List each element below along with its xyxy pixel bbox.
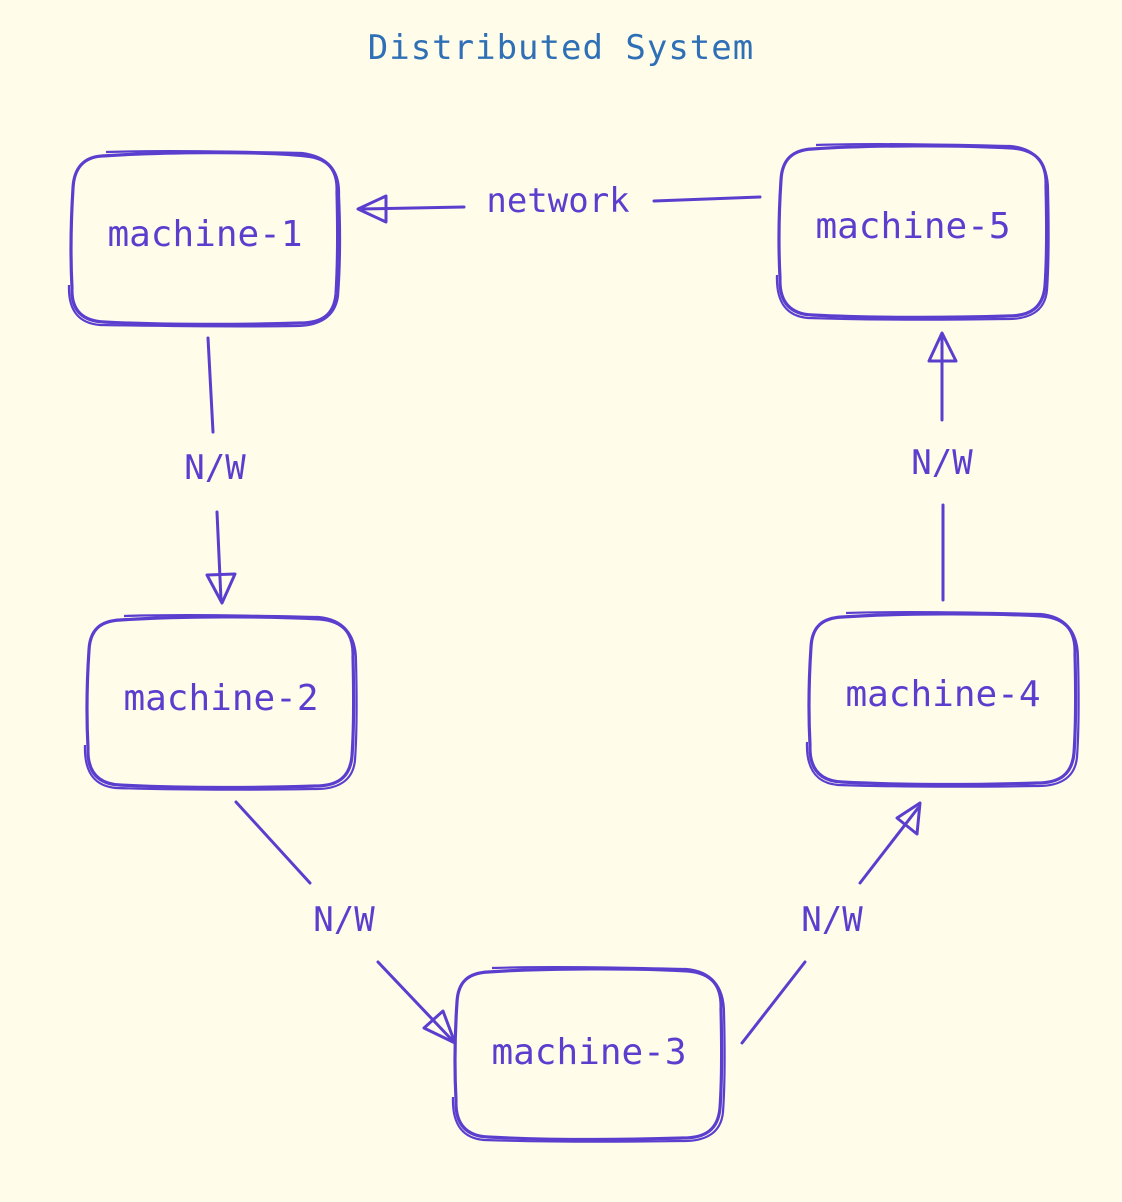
node-machine-1-box[interactable] [67,150,342,328]
node-machine-2-box[interactable] [83,614,358,791]
node-label-machine-5: machine-5 [815,206,1011,247]
node-machine-4-box[interactable] [805,611,1080,788]
arrowhead-icon [895,801,922,836]
arrowhead-icon [927,331,958,363]
edge-label-machine-3-to-machine-4: N/W [782,900,882,940]
arrowhead-icon [205,572,237,605]
diagram-title: Distributed System [367,28,755,68]
node-machine-5-box[interactable] [775,143,1050,321]
edge-machine-1-to-machine-2[interactable] [205,336,237,605]
node-label-machine-3: machine-3 [491,1032,687,1073]
edge-machine-3-to-machine-4[interactable] [740,801,922,1045]
edge-label-machine-5-to-machine-1: network [468,181,648,221]
edge-label-machine-4-to-machine-5: N/W [892,443,992,483]
node-label-machine-4: machine-4 [845,674,1041,715]
node-label-machine-1: machine-1 [107,214,303,255]
edge-machine-5-to-machine-1[interactable] [356,194,762,224]
arrowhead-icon [356,194,388,224]
arrowhead-icon [422,1009,457,1045]
edge-label-machine-2-to-machine-3: N/W [294,900,394,940]
node-machine-3-box[interactable] [451,966,726,1143]
node-label-machine-2: machine-2 [123,678,319,719]
edge-label-machine-1-to-machine-2: N/W [165,448,265,488]
edge-machine-2-to-machine-3[interactable] [234,800,457,1045]
edge-machine-4-to-machine-5[interactable] [927,331,958,602]
